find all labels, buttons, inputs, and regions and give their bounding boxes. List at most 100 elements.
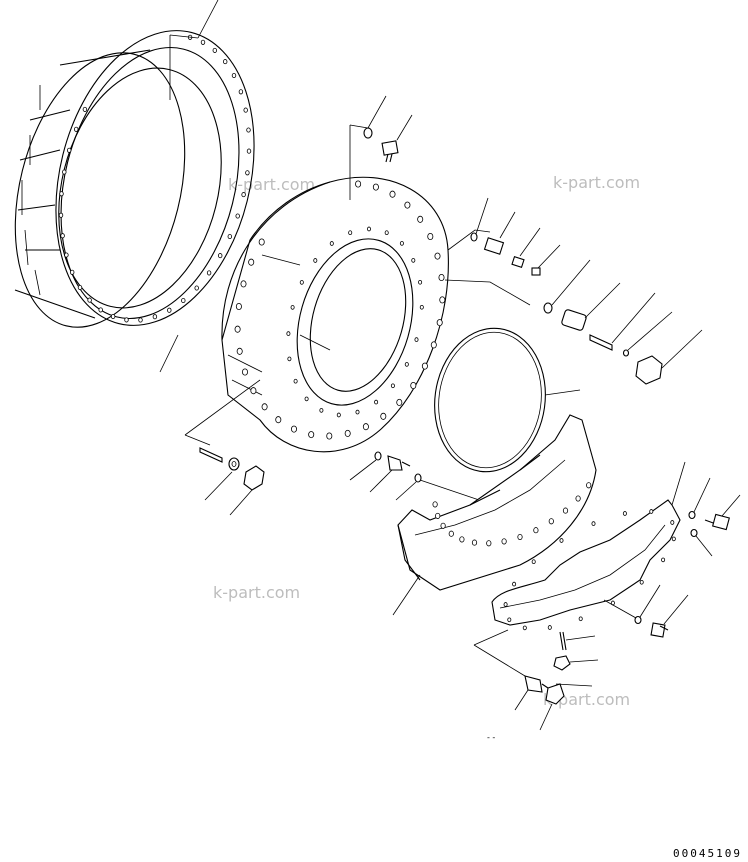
watermark-2: k-part.com bbox=[553, 173, 640, 192]
bolt-hole bbox=[389, 190, 396, 198]
bolt-hole bbox=[448, 530, 454, 537]
bolt-hole bbox=[670, 520, 675, 525]
top-bolt bbox=[381, 114, 413, 163]
bolt-hole bbox=[287, 356, 292, 362]
bolt-hole bbox=[206, 270, 212, 276]
bolt-hole bbox=[62, 169, 67, 175]
bolt-hole bbox=[512, 581, 517, 587]
leader-line bbox=[693, 477, 711, 513]
leader-line bbox=[159, 334, 179, 373]
bolt-hole bbox=[212, 47, 217, 53]
watermark-4: k-part.com bbox=[543, 690, 630, 709]
bolt-hole bbox=[258, 238, 265, 246]
leader-line bbox=[349, 95, 387, 200]
bolt-hole bbox=[434, 252, 441, 260]
bolt-hole bbox=[547, 625, 552, 630]
bolt-hole bbox=[438, 273, 445, 282]
bolt-hole bbox=[374, 399, 379, 405]
bolt-hole bbox=[110, 313, 116, 320]
cover-plate bbox=[221, 176, 449, 453]
bolt-hole bbox=[384, 230, 389, 236]
bolt-hole bbox=[591, 521, 596, 526]
bolt-hole bbox=[507, 617, 512, 623]
bolt-hole bbox=[245, 170, 250, 176]
bolt-hole bbox=[98, 307, 103, 313]
bolt-hole bbox=[649, 509, 654, 514]
bolt-hole bbox=[404, 362, 409, 367]
bolt-hole bbox=[486, 540, 492, 547]
bolt-hole bbox=[414, 337, 419, 342]
bolt-hole bbox=[661, 557, 666, 563]
leader-line bbox=[447, 229, 491, 251]
washer bbox=[363, 127, 373, 139]
bolt-hole bbox=[396, 398, 403, 406]
bolt-hole bbox=[336, 412, 341, 418]
bolt-hole bbox=[355, 180, 362, 188]
bolt-hole bbox=[419, 304, 424, 310]
side-cover bbox=[491, 499, 681, 631]
bolt-hole bbox=[304, 396, 309, 402]
bolt-hole bbox=[417, 215, 424, 223]
o-ring-inner bbox=[438, 331, 542, 469]
bolt-hole bbox=[390, 383, 395, 389]
leader-line bbox=[544, 389, 581, 396]
bolt-hole bbox=[73, 126, 79, 132]
bolt-hole bbox=[231, 72, 237, 79]
bolt-hole bbox=[522, 625, 527, 631]
stud-washer-nut bbox=[199, 447, 265, 516]
bolt-hole bbox=[58, 212, 64, 218]
leader-line bbox=[392, 574, 421, 616]
washer bbox=[688, 510, 696, 520]
bolt-hole bbox=[440, 522, 446, 529]
leader-line bbox=[184, 434, 211, 446]
bolt-hole bbox=[531, 559, 536, 565]
bolt-hole bbox=[234, 325, 241, 333]
bolt-hole bbox=[286, 331, 291, 336]
bolt-hole bbox=[329, 241, 334, 246]
bolt-hole bbox=[241, 368, 248, 376]
bolt-hole bbox=[548, 518, 554, 525]
watermark-3: k-part.com bbox=[213, 583, 300, 602]
bolt-hole bbox=[344, 429, 351, 437]
bolt-hole bbox=[348, 230, 353, 236]
leader-line bbox=[695, 535, 713, 557]
bolt-hole bbox=[248, 258, 255, 266]
bolt-hole bbox=[222, 59, 228, 65]
bolt-hole bbox=[275, 416, 282, 424]
bolt-hole bbox=[471, 539, 478, 546]
bolt-hole bbox=[380, 412, 387, 420]
leader-line bbox=[299, 334, 331, 351]
bolt-hole bbox=[435, 512, 441, 519]
bolt-lower bbox=[603, 584, 689, 638]
bolt bbox=[704, 494, 741, 531]
lower-casing bbox=[397, 414, 597, 591]
bolt-hole bbox=[439, 296, 446, 304]
bolt-hole bbox=[575, 495, 581, 502]
bolt-hole bbox=[366, 226, 371, 232]
bolt-hole bbox=[411, 258, 416, 263]
watermark-1: k-part.com bbox=[228, 175, 315, 194]
bolt-hole bbox=[313, 258, 318, 263]
bolt-hole bbox=[250, 387, 257, 395]
bolt-hole bbox=[246, 148, 252, 154]
bolt-hole bbox=[66, 147, 72, 153]
bolt-hole bbox=[562, 507, 569, 514]
drawing-code: 00045109 bbox=[673, 847, 742, 860]
cropped-label-fragment: - - bbox=[487, 733, 495, 742]
bolt-hole bbox=[410, 381, 417, 390]
bolt-hole bbox=[299, 280, 304, 285]
fitting-group-bottom bbox=[473, 629, 599, 731]
bolt-hole bbox=[372, 183, 379, 191]
leader-line bbox=[169, 34, 199, 39]
bolt-hole bbox=[181, 297, 186, 304]
bolt-hole bbox=[69, 269, 75, 275]
bolt-hole bbox=[436, 319, 443, 327]
bolt-hole bbox=[432, 501, 438, 508]
leader-line bbox=[197, 0, 219, 39]
bolt-hole bbox=[243, 107, 248, 113]
bolt-hole bbox=[362, 423, 369, 431]
bolt-hole bbox=[241, 192, 246, 198]
bolt-hole bbox=[578, 616, 583, 622]
bolt-hole bbox=[293, 378, 298, 384]
leader-line bbox=[444, 279, 531, 306]
